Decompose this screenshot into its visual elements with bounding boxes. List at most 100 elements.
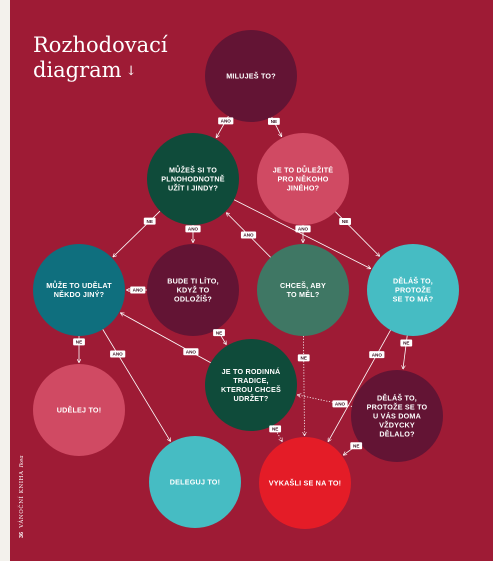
node-label-muzes-1: PLNOHODNOTNĚ (161, 175, 225, 184)
edge-chces-to-vykasli (303, 335, 304, 436)
edge-tag-label: NE (147, 219, 153, 224)
node-label-deleguj-0: DELEGUJ TO! (170, 478, 220, 487)
edge-tag-label: NE (342, 219, 348, 224)
edge-tag-label: NE (216, 330, 222, 335)
edge-tag-box (400, 339, 413, 347)
node-circle-lito (147, 244, 239, 336)
node-label-tradice-3: UDRŽET? (234, 394, 269, 403)
node-label-vzdycky-4: DĚLALO? (379, 430, 414, 439)
page-number: 36 (19, 531, 25, 538)
node-label-dulezite-0: JE TO DŮLEŽITÉ (273, 165, 334, 175)
node-vykasli: VYKAŠLI SE NA TO! (259, 437, 351, 529)
node-label-muzes-2: UŽÍT I JINDY? (168, 184, 218, 193)
node-circle-tradice (205, 339, 297, 431)
edge-tag-label: NE (353, 443, 359, 448)
node-label-chces-1: TO MĚL? (287, 290, 320, 299)
node-label-lito-0: BUDE TI LÍTO, (167, 277, 219, 286)
edge-tag-box (369, 351, 385, 359)
edge-tag-milujes-to-dulezite: NE (268, 117, 280, 125)
edge-tag-label: ANO (335, 402, 346, 407)
node-udelej: UDĚLEJ TO! (33, 364, 125, 456)
node-label-lito-1: KDYŽ TO (177, 286, 210, 295)
node-label-lito-2: ODLOŽÍŠ? (174, 295, 212, 304)
edge-tag-muzes-to-jiny: NE (143, 217, 156, 225)
edge-tag-box (350, 442, 363, 450)
node-label-chces-0: CHCEŠ, ABY (280, 281, 326, 290)
node-label-dulezite-2: JINÉHO? (287, 184, 320, 193)
node-label-muzes-0: MŮŽEŠ SI TO (169, 165, 217, 175)
node-circle-udelej (33, 364, 125, 456)
edge-tag-dulezite-to-delas: NE (339, 217, 352, 225)
edge-tag-label: ANO (372, 352, 383, 357)
edge-tag-tradice-to-vykasli: NE (269, 425, 282, 433)
edge-tag-label: ANO (133, 288, 144, 293)
node-label-jiny-0: MŮŽE TO UDĚLAT (46, 280, 112, 290)
edge-tag-label: NE (76, 340, 82, 345)
edge-tag-dulezite-to-chces: ANO (295, 225, 311, 233)
title-line-2: diagram (33, 58, 122, 82)
edge-tag-box (143, 217, 156, 225)
node-circle-dulezite (257, 133, 349, 225)
edge-tag-box (269, 425, 282, 433)
edge-tag-lito-to-jiny: ANO (130, 286, 146, 294)
edge-tag-box (218, 117, 234, 125)
edge-tag-label: NE (301, 356, 307, 361)
edge-tag-tradice-to-jiny: ANO (183, 348, 199, 356)
edge-tag-label: ANO (186, 350, 197, 355)
edge-tag-box (183, 348, 199, 356)
node-label-dulezite-1: PRO NĚKOHO (277, 175, 328, 184)
node-circle-delas (367, 244, 459, 336)
node-label-jiny-1: NĚKDO JINÝ? (54, 290, 105, 299)
edge-tag-label: ANO (243, 233, 254, 238)
node-circle-muzes (147, 133, 239, 225)
edge-tag-box (339, 217, 352, 225)
edge-tag-chces-to-muzes: ANO (240, 231, 257, 239)
diagram-title: Rozhodovací diagram↓ (33, 33, 168, 84)
edge-tag-box (185, 225, 201, 233)
edge-muzes-to-delas (233, 199, 371, 269)
node-label-delas-0: DĚLÁŠ TO, (393, 277, 433, 286)
node-circle-chces (257, 244, 349, 336)
node-label-vzdycky-0: DĚLÁŠ TO, (377, 394, 417, 403)
node-label-vykasli-0: VYKAŠLI SE NA TO! (269, 479, 342, 488)
edge-tag-box (295, 225, 311, 233)
edge-tag-delas-to-vykasli: ANO (369, 351, 385, 359)
magazine-name: VÁNOČNÍ KNIHA (19, 470, 25, 528)
edge-tag-label: ANO (113, 352, 124, 357)
edge-tag-delas-to-vzdycky: NE (400, 339, 413, 347)
node-vzdycky: DĚLÁŠ TO,PROTOŽE SE TOU VÁS DOMAVŽDYCKYD… (351, 370, 443, 462)
edge-tag-box (73, 338, 85, 346)
node-label-milujes-0: MILUJEŠ TO? (226, 72, 276, 81)
edge-tag-label: NE (272, 427, 278, 432)
node-circle-milujes (205, 30, 297, 122)
edge-tag-box (110, 350, 126, 358)
edge-tag-box (268, 117, 280, 125)
node-label-vzdycky-1: PROTOŽE SE TO (367, 403, 428, 412)
node-circle-vykasli (259, 437, 351, 529)
edge-tag-box (332, 400, 348, 408)
publisher-name: Ikea (19, 455, 25, 468)
node-circle-jiny (33, 244, 125, 336)
edge-tag-label: ANO (298, 227, 309, 232)
node-label-tradice-0: JE TO RODINNÁ (222, 367, 281, 376)
arrow-down-icon: ↓ (125, 64, 137, 79)
edge-tag-box (240, 231, 257, 239)
edge-jiny-to-deleguj (102, 329, 171, 441)
edge-tag-label: NE (403, 341, 409, 346)
edge-tag-label: NE (271, 119, 277, 124)
node-label-udelej-0: UDĚLEJ TO! (57, 406, 102, 415)
title-line-1: Rozhodovací (33, 33, 168, 57)
node-label-vzdycky-2: U VÁS DOMA (373, 412, 421, 421)
node-milujes: MILUJEŠ TO? (205, 30, 297, 122)
edge-tag-box (130, 286, 146, 294)
